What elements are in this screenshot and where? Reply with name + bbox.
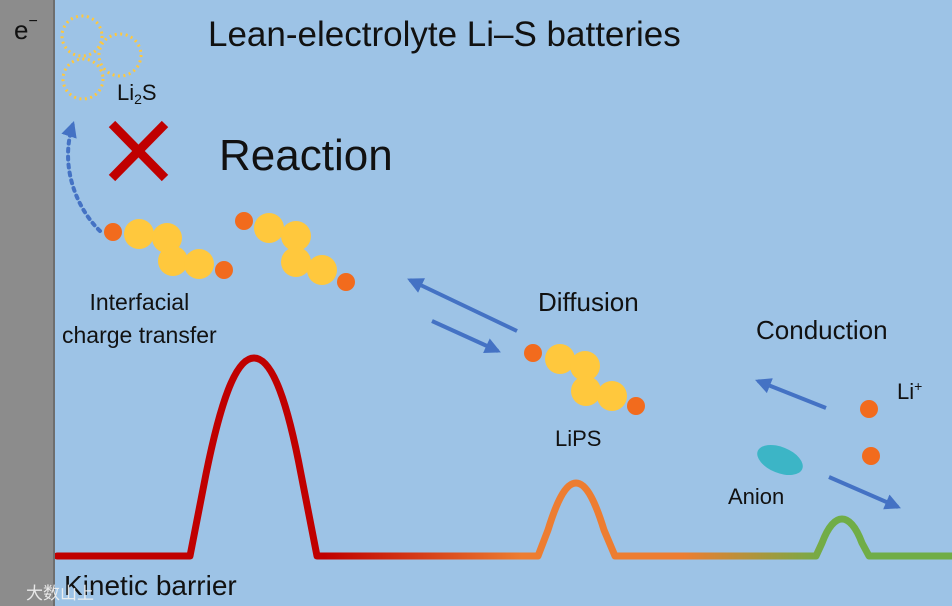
li-ion-top (860, 400, 878, 418)
lips-molecule-right (524, 344, 645, 415)
anion-particle (757, 444, 803, 476)
diffusion-arrow-left (407, 278, 518, 333)
li-ion-bottom (862, 447, 880, 465)
li2s-label: Li2S (117, 80, 157, 107)
kinetic-barrier-curve (53, 354, 952, 560)
dotted-curved-arrow (61, 120, 102, 233)
watermark: 大数山上 (26, 584, 94, 603)
conduction-arrow-right (828, 475, 901, 510)
cross-icon (108, 120, 169, 182)
conduction-label: Conduction (756, 315, 888, 345)
conduction-arrow-left (755, 378, 827, 410)
electron-label: e− (14, 13, 38, 45)
lips-molecule-electrode (104, 219, 233, 279)
diffusion-label: Diffusion (538, 287, 639, 317)
anion-label: Anion (728, 484, 785, 509)
li-plus-label: Li+ (897, 378, 923, 404)
lips-label: LiPS (555, 426, 602, 451)
reaction-label: Reaction (219, 131, 393, 180)
lips-molecule-middle (235, 212, 355, 291)
diffusion-arrow-right (431, 319, 501, 353)
electrode (0, 0, 55, 606)
li2s-particles-icon (60, 14, 143, 101)
interfacial-charge-transfer-label: Interfacial charge transfer (62, 289, 217, 348)
kinetic-barrier-label: Kinetic barrier (64, 570, 237, 601)
diagram-title: Lean-electrolyte Li–S batteries (208, 15, 681, 54)
